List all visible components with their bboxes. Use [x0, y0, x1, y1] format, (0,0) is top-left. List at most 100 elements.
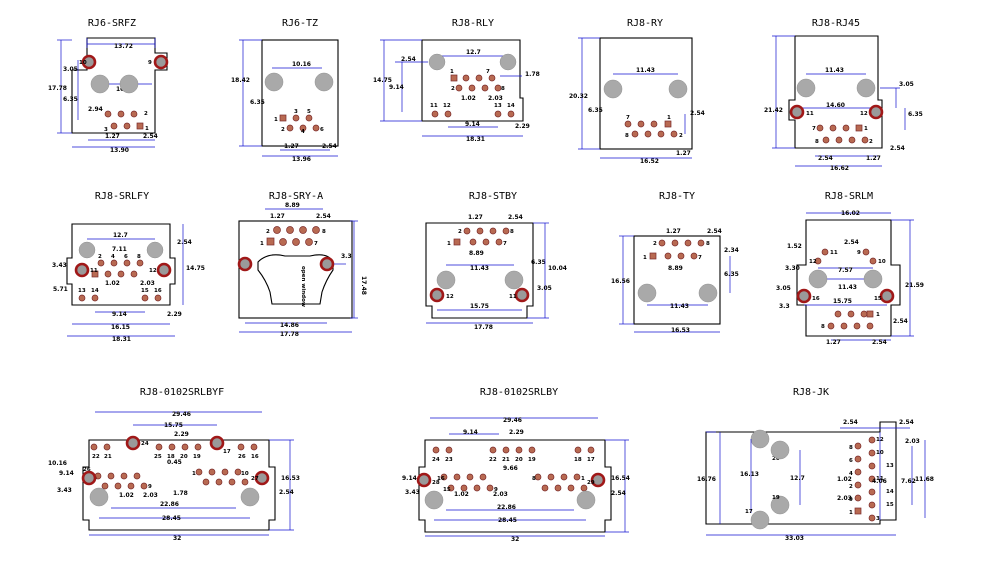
dimension-label: 20.32: [569, 93, 588, 100]
dimension-label: 1.27: [270, 213, 285, 220]
dimension-label: 18.31: [112, 336, 131, 343]
dimension-label: 2.54: [690, 110, 705, 117]
locating-hole: [637, 283, 657, 303]
part-title: RJ8-0102SRLBYF: [140, 387, 224, 398]
pin-label: 1: [864, 126, 868, 132]
pin: [489, 446, 497, 454]
part-title: RJ8-RY: [627, 18, 663, 29]
mounting-hole: [879, 288, 895, 304]
pin: [110, 122, 118, 130]
dimension-label: 1.27: [284, 143, 299, 150]
pin-1: [664, 120, 672, 128]
mounting-hole: [74, 262, 90, 278]
locating-hole: [264, 72, 284, 92]
dimension-label: 2.54: [893, 318, 908, 325]
pin: [101, 482, 109, 490]
pin-label: 12: [809, 259, 817, 265]
pin: [644, 130, 652, 138]
pin: [462, 74, 470, 82]
pin-1: [866, 310, 874, 318]
pin: [860, 310, 868, 318]
pin: [829, 124, 837, 132]
pin: [273, 226, 281, 234]
part-title: RJ8-RLY: [452, 18, 494, 29]
locating-hole: [119, 74, 139, 94]
dimension-label: 9.14: [112, 311, 127, 318]
pin-label: 11: [876, 476, 884, 482]
pin: [447, 484, 455, 492]
pin-label: 12: [149, 268, 157, 274]
pin: [547, 473, 555, 481]
dimension-label: 14.86: [280, 322, 299, 329]
pin: [868, 449, 876, 457]
part-rj8-rj45: RJ8-RJ45 11.43 21.42 3.05 14.60 11 12 6.…: [764, 18, 923, 172]
dimension-label: 28.45: [162, 515, 181, 522]
dimension-label: 6.35: [588, 107, 603, 114]
pin: [495, 238, 503, 246]
pin: [127, 482, 135, 490]
part-title: RJ8-SRLM: [825, 191, 873, 202]
pin-label: 2: [849, 484, 853, 490]
pin-1: [136, 122, 144, 130]
part-title: RJ8-0102SRLBY: [480, 387, 558, 398]
dimension-label: 0.45: [167, 459, 182, 466]
pin-label: 20: [180, 454, 188, 460]
pin: [868, 514, 876, 522]
pin: [141, 294, 149, 302]
dimension-label: 2.54: [322, 143, 337, 150]
locating-hole: [856, 78, 876, 98]
part-rj8-rly: RJ8-RLY 12.7 2.54 14.75 9.14 1.78 1 2 7 …: [373, 18, 540, 143]
pin: [528, 446, 536, 454]
pin: [684, 239, 692, 247]
pin: [854, 442, 862, 450]
pin-label: 16: [812, 296, 820, 302]
dimension-label: 21.59: [905, 282, 924, 289]
pin-label: 13: [886, 463, 894, 469]
pin-label: 12: [876, 437, 884, 443]
pin-label: 17: [745, 509, 753, 515]
pin: [587, 446, 595, 454]
locating-hole: [504, 270, 524, 290]
dimension-label: 2.54: [843, 419, 858, 426]
pin: [868, 475, 876, 483]
mounting-hole: [319, 256, 335, 272]
pin: [215, 478, 223, 486]
pin: [90, 443, 98, 451]
dimension-label: 2.54: [177, 239, 192, 246]
pin-label: 1: [447, 241, 451, 247]
pin: [862, 248, 870, 256]
pin: [292, 114, 300, 122]
dimension-label: 2.03: [143, 492, 158, 499]
pin: [241, 478, 249, 486]
pin: [868, 488, 876, 496]
dimension-label: 1.27: [676, 150, 691, 157]
pin-label: 9: [849, 497, 853, 503]
pin-label: 13: [78, 288, 86, 294]
mounting-hole: [416, 472, 432, 488]
pin-label: 8: [510, 229, 514, 235]
pin: [631, 130, 639, 138]
dimension-label: 21.42: [764, 107, 783, 114]
pin-label: 24: [141, 441, 149, 447]
pin-label: 19: [772, 495, 780, 501]
pin: [234, 468, 242, 476]
dimension-label: 8.89: [285, 202, 300, 209]
pin: [854, 468, 862, 476]
pin: [482, 238, 490, 246]
dimension-label: 2.03: [140, 280, 155, 287]
dimension-label: 9.14: [465, 121, 480, 128]
pin-label: 11: [509, 294, 517, 300]
pin-1: [855, 124, 863, 132]
locating-hole: [436, 270, 456, 290]
pin: [432, 446, 440, 454]
pin-label: 15: [874, 296, 882, 302]
pin-label: 1: [643, 255, 647, 261]
pin: [140, 482, 148, 490]
dimension-label: 1.78: [173, 490, 188, 497]
part-title: RJ6-SRFZ: [88, 18, 136, 29]
locating-hole: [576, 490, 596, 510]
part-title: RJ8-SRY-A: [269, 191, 323, 202]
pin-label: 26: [83, 467, 91, 473]
pin-label: 19: [193, 454, 201, 460]
dimension-label: 2.29: [515, 123, 530, 130]
